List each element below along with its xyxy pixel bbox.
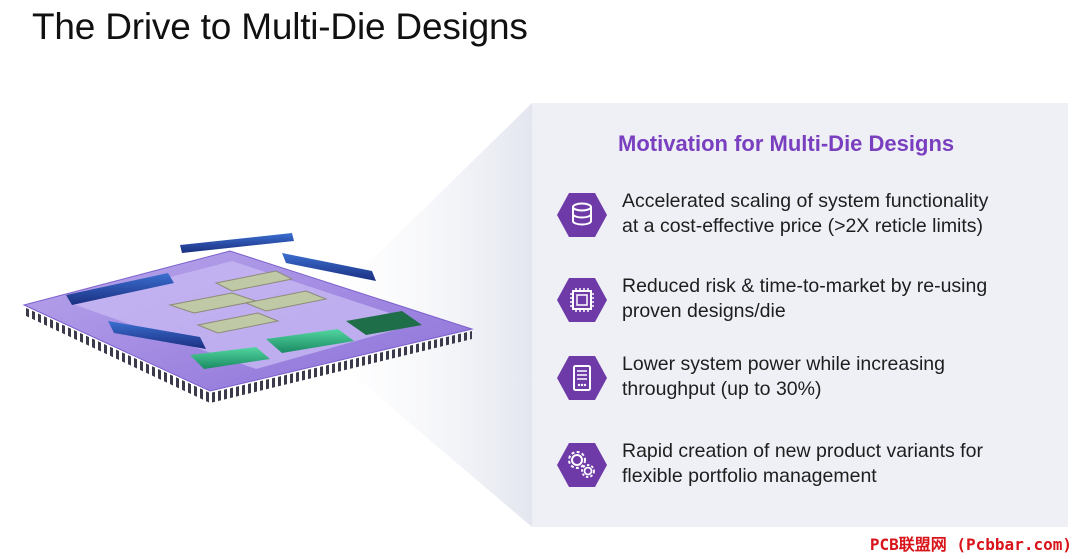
item-line: at a cost-effective price (>2X reticle l… xyxy=(622,215,984,237)
blue-die xyxy=(180,233,294,253)
list-item-variants: Rapid creation of new product variants f… xyxy=(556,440,1056,501)
gears-icon xyxy=(557,443,607,487)
green-die xyxy=(266,329,354,353)
compute-die xyxy=(214,270,294,292)
item-line: Reduced risk & time-to-market by re-usin… xyxy=(622,275,988,297)
blue-die xyxy=(282,253,376,281)
item-line: proven designs/die xyxy=(622,300,786,322)
panel-heading: Motivation for Multi-Die Designs xyxy=(618,131,955,156)
list-item-risk: Reduced risk & time-to-market by re-usin… xyxy=(556,275,1056,336)
page-title: The Drive to Multi-Die Designs xyxy=(32,6,528,47)
list-item-power: Lower system power while increasing thro… xyxy=(556,353,1056,414)
watermark: PCB联盟网 (Pcbbar.com) xyxy=(869,535,1072,554)
server-icon xyxy=(557,356,607,400)
package-pins xyxy=(24,307,472,403)
item-line: Accelerated scaling of system functional… xyxy=(622,190,989,212)
motivation-panel: Motivation for Multi-Die Designs Acceler… xyxy=(532,103,1068,527)
list-item-scaling: Accelerated scaling of system functional… xyxy=(556,190,1056,251)
item-line: throughput (up to 30%) xyxy=(622,378,822,400)
item-line: Rapid creation of new product variants f… xyxy=(622,440,983,462)
blue-die xyxy=(108,321,206,349)
database-icon xyxy=(557,193,607,237)
green-die xyxy=(346,311,422,335)
multi-die-package-illustration xyxy=(22,233,474,403)
green-die xyxy=(190,347,270,369)
compute-die xyxy=(244,290,328,312)
chip-icon xyxy=(557,278,607,322)
item-line: flexible portfolio management xyxy=(622,465,877,487)
item-line: Lower system power while increasing xyxy=(622,353,945,375)
compute-die xyxy=(196,312,280,334)
blue-die xyxy=(66,273,174,305)
